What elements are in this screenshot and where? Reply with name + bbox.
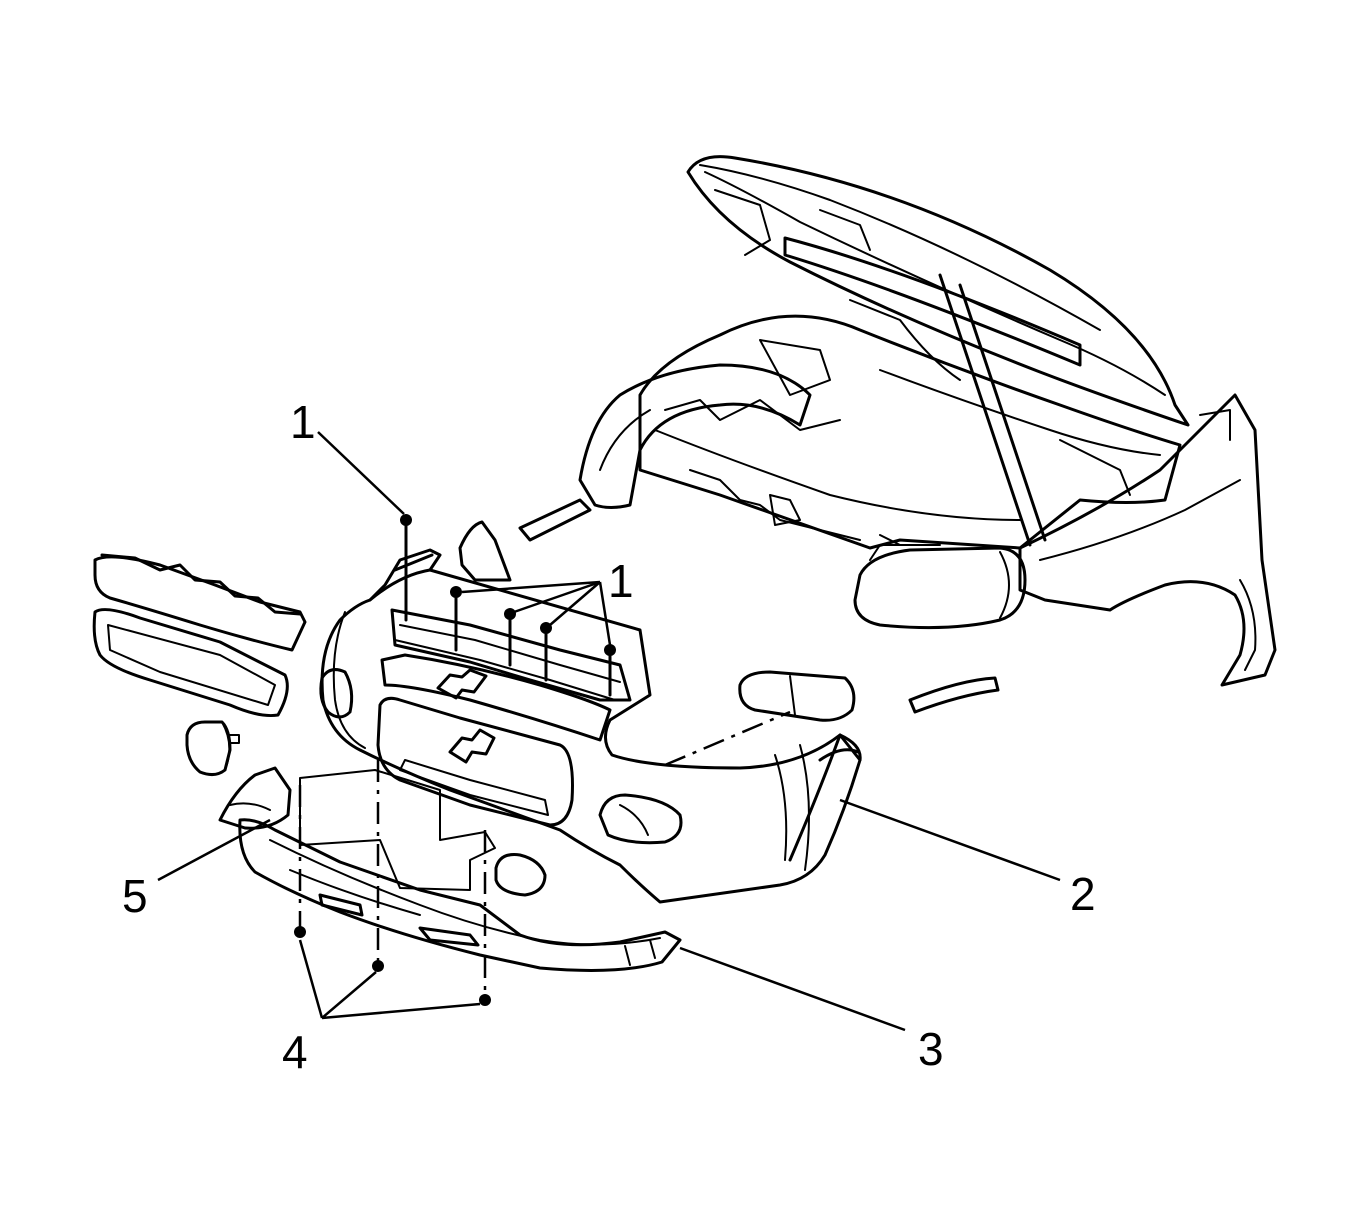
bolt-1d [540, 622, 552, 634]
fog-lamp-opening [598, 793, 683, 845]
leader-3 [679, 946, 906, 1032]
callout-1-right: 1 [608, 555, 634, 607]
side-marker-opening [319, 668, 354, 719]
fascia-insert-bracket [218, 766, 292, 830]
leader-1-d [549, 581, 601, 626]
callout-5: 5 [122, 870, 148, 922]
hood-prop-rod-right [958, 283, 1047, 542]
screw-4b [372, 960, 384, 972]
bowtie-emblem-upper [436, 668, 488, 700]
energy-absorber [738, 670, 856, 722]
fastener-set-4 [294, 760, 491, 1006]
screw-4a [294, 926, 306, 938]
callout-3: 3 [918, 1023, 944, 1075]
fog-lamp-loose [185, 720, 240, 777]
callout-2: 2 [1070, 868, 1096, 920]
grille-upper [93, 553, 307, 652]
bolt-1b [450, 586, 462, 598]
fastener-set-1 [400, 514, 616, 697]
grille-lower [92, 608, 289, 717]
fascia-upper-support [390, 608, 632, 702]
leader-4-a [298, 939, 324, 1019]
screw-4c [479, 994, 491, 1006]
bowtie-emblem-lower [448, 728, 496, 764]
fog-lamp-right [494, 853, 547, 897]
side-bracket [458, 520, 512, 582]
hood-panel [686, 155, 1190, 427]
hood-prop-rod-left [938, 273, 1032, 547]
leader-4-b [321, 971, 377, 1019]
callout-1-top: 1 [290, 396, 316, 448]
engine-compartment [638, 299, 1182, 550]
fascia-side-bracket [908, 676, 1000, 714]
leader-1-c [513, 580, 601, 614]
air-deflector [238, 818, 682, 972]
bolt-1e [604, 644, 616, 656]
bolt-1c [504, 608, 516, 620]
upper-fascia-bracket [518, 498, 592, 542]
leader-4-c [321, 1002, 481, 1020]
splash-shield [299, 769, 496, 891]
bolt-1a [400, 514, 412, 526]
left-fender [578, 363, 812, 509]
right-fender [1018, 393, 1277, 687]
leader-2 [839, 798, 1061, 882]
alignment-line [664, 710, 791, 767]
front-fascia [319, 548, 862, 904]
headlamp-assembly [853, 544, 1027, 630]
leader-1-e [598, 581, 612, 646]
leader-1-b [461, 580, 601, 594]
leader-5 [157, 818, 271, 882]
leader-1-top [317, 431, 405, 515]
callout-4: 4 [282, 1026, 308, 1078]
